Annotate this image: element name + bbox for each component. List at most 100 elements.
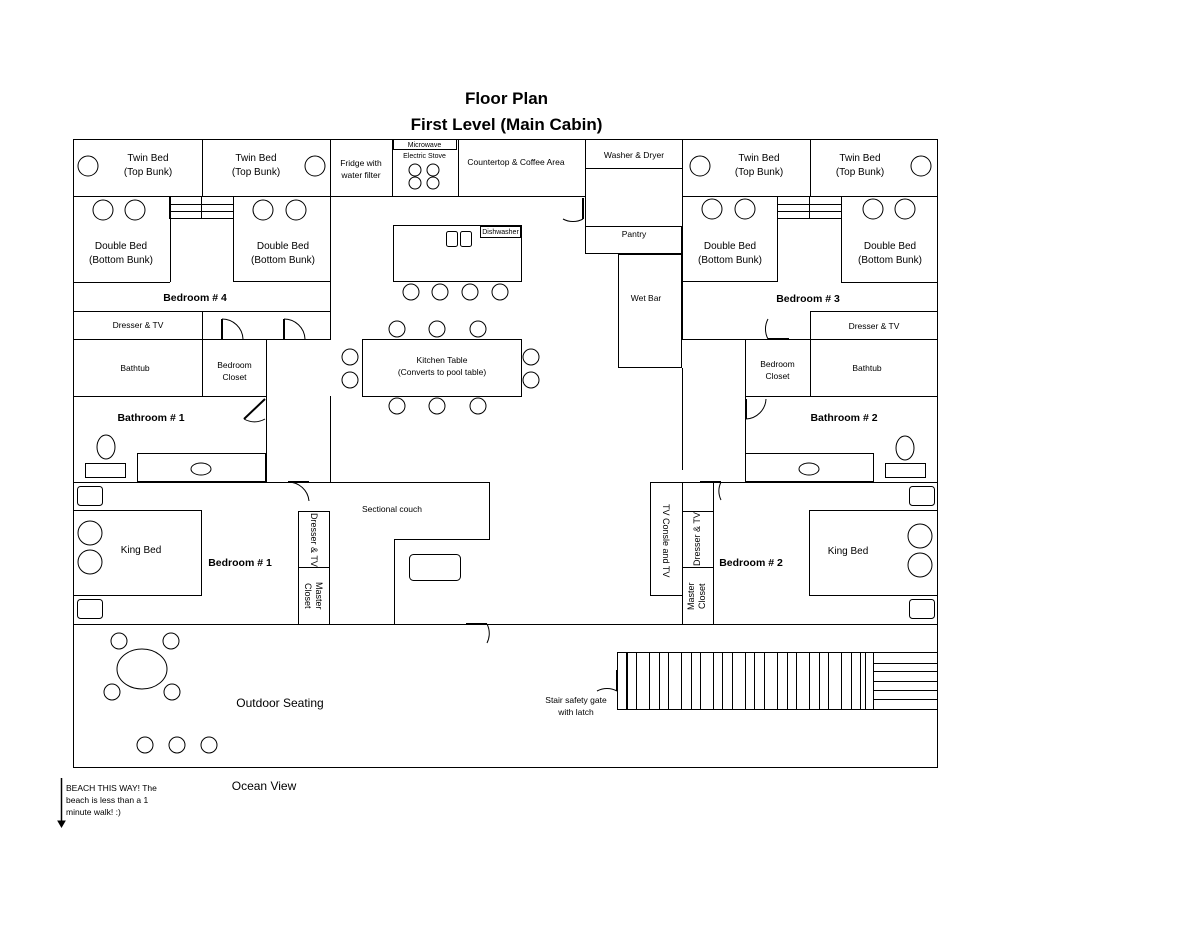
- round-fixture: [285, 199, 307, 221]
- double-bed-4b-label: Double Bed(Bottom Bunk): [251, 241, 315, 266]
- round-fixture: [428, 320, 446, 338]
- microwave-box: [393, 139, 457, 150]
- double-bed-4a-label: Double Bed(Bottom Bunk): [89, 241, 153, 266]
- round-fixture: [469, 320, 487, 338]
- bedroom-2-label: Bedroom # 2: [719, 557, 783, 569]
- dresser-tv-2-label: Dresser & TV: [692, 512, 702, 567]
- beach-arrow: [57, 778, 66, 828]
- door-swing: [745, 398, 767, 420]
- king-bed-1-label: King Bed: [120, 545, 162, 556]
- double-bed-4b: [233, 196, 331, 282]
- title-line-2: First Level (Main Cabin): [410, 115, 603, 134]
- microwave-label: Microwave: [407, 142, 442, 149]
- nightstand-1a: [77, 486, 103, 506]
- master-closet-1: [298, 567, 330, 625]
- dresser-tv-3-label: Dresser & TV: [848, 321, 900, 331]
- bathtub-2-label: Bathtub: [852, 363, 882, 373]
- door-swing: [243, 418, 266, 423]
- kitchen-island: [393, 225, 522, 282]
- bedroom-1-label: Bedroom # 1: [208, 557, 272, 569]
- outer-wall: [73, 139, 938, 768]
- round-fixture: [200, 736, 218, 754]
- door-swing: [287, 481, 310, 502]
- twin-bed-4b-label: Twin Bed(Top Bunk): [231, 153, 281, 178]
- round-fixture: [408, 163, 422, 177]
- tv-console-label: TV Consle and TV: [661, 504, 671, 578]
- twin-bed-4a-label: Twin Bed(Top Bunk): [123, 153, 173, 178]
- nightstand-1b: [77, 599, 103, 619]
- round-fixture: [689, 155, 711, 177]
- door-swing: [596, 687, 618, 692]
- washer-dryer-label: Washer & Dryer: [603, 150, 665, 160]
- round-fixture: [862, 198, 884, 220]
- door-swing: [764, 318, 769, 340]
- round-fixture: [388, 320, 406, 338]
- round-fixture: [461, 283, 479, 301]
- round-fixture: [136, 736, 154, 754]
- round-fixture: [77, 549, 103, 575]
- pantry-box: [585, 226, 682, 254]
- dishwasher-label: Dishwasher: [482, 229, 519, 236]
- electric-stove-label: Electric Stove: [403, 153, 446, 160]
- round-fixture: [522, 371, 540, 389]
- sink-right: [460, 231, 472, 247]
- round-fixture: [77, 155, 99, 177]
- round-fixture: [522, 348, 540, 366]
- kitchen-table-label: Kitchen Table(Converts to pool table): [397, 355, 487, 377]
- round-fixture: [907, 523, 933, 549]
- round-fixture: [252, 199, 274, 221]
- dishwasher-box: [480, 226, 521, 238]
- nightstand-2b: [909, 599, 935, 619]
- outdoor-table: [116, 648, 168, 690]
- outdoor-seating-label: Outdoor Seating: [236, 696, 324, 710]
- round-fixture: [402, 283, 420, 301]
- round-fixture: [491, 283, 509, 301]
- bath2-counter: [745, 453, 874, 482]
- round-fixture: [124, 199, 146, 221]
- wet-bar-box: [618, 254, 682, 368]
- wet-bar-label: Wet Bar: [630, 293, 662, 303]
- double-bed-3a: [682, 196, 778, 282]
- bathtub-1-label: Bathtub: [120, 363, 150, 373]
- round-fixture: [341, 348, 359, 366]
- round-fixture: [103, 683, 121, 701]
- round-fixture: [469, 397, 487, 415]
- door-swing: [562, 218, 584, 223]
- door-leaf: [243, 398, 266, 420]
- round-fixture: [701, 198, 723, 220]
- round-fixture: [388, 397, 406, 415]
- round-fixture: [907, 552, 933, 578]
- door-swing: [486, 623, 490, 644]
- bathroom-1-label: Bathroom # 1: [117, 412, 185, 424]
- dresser-tv-4-label: Dresser & TV: [112, 320, 164, 330]
- sink-basin-1: [190, 462, 212, 476]
- round-fixture: [163, 683, 181, 701]
- king-bed-1: [73, 510, 202, 596]
- round-fixture: [894, 198, 916, 220]
- bathroom-2-label: Bathroom # 2: [810, 412, 878, 424]
- round-fixture: [428, 397, 446, 415]
- king-bed-2-label: King Bed: [827, 546, 869, 557]
- twin-bed-3a-label: Twin Bed(Top Bunk): [734, 153, 784, 178]
- round-fixture: [734, 198, 756, 220]
- round-fixture: [304, 155, 326, 177]
- sink-basin-2: [798, 462, 820, 476]
- ocean-view-label: Ocean View: [231, 779, 297, 793]
- round-fixture: [110, 632, 128, 650]
- bath1-counter: [137, 453, 266, 482]
- toilet-bowl-2: [895, 435, 915, 461]
- toilet-bowl-1: [96, 434, 116, 460]
- round-fixture: [910, 155, 932, 177]
- beach-note: BEACH THIS WAY! The beach is less than a…: [66, 783, 157, 817]
- round-fixture: [168, 736, 186, 754]
- round-fixture: [426, 163, 440, 177]
- door-swing: [283, 318, 306, 340]
- sink-left: [446, 231, 458, 247]
- round-fixture: [77, 520, 103, 546]
- door-swing: [718, 481, 722, 501]
- coffee-table: [409, 554, 461, 581]
